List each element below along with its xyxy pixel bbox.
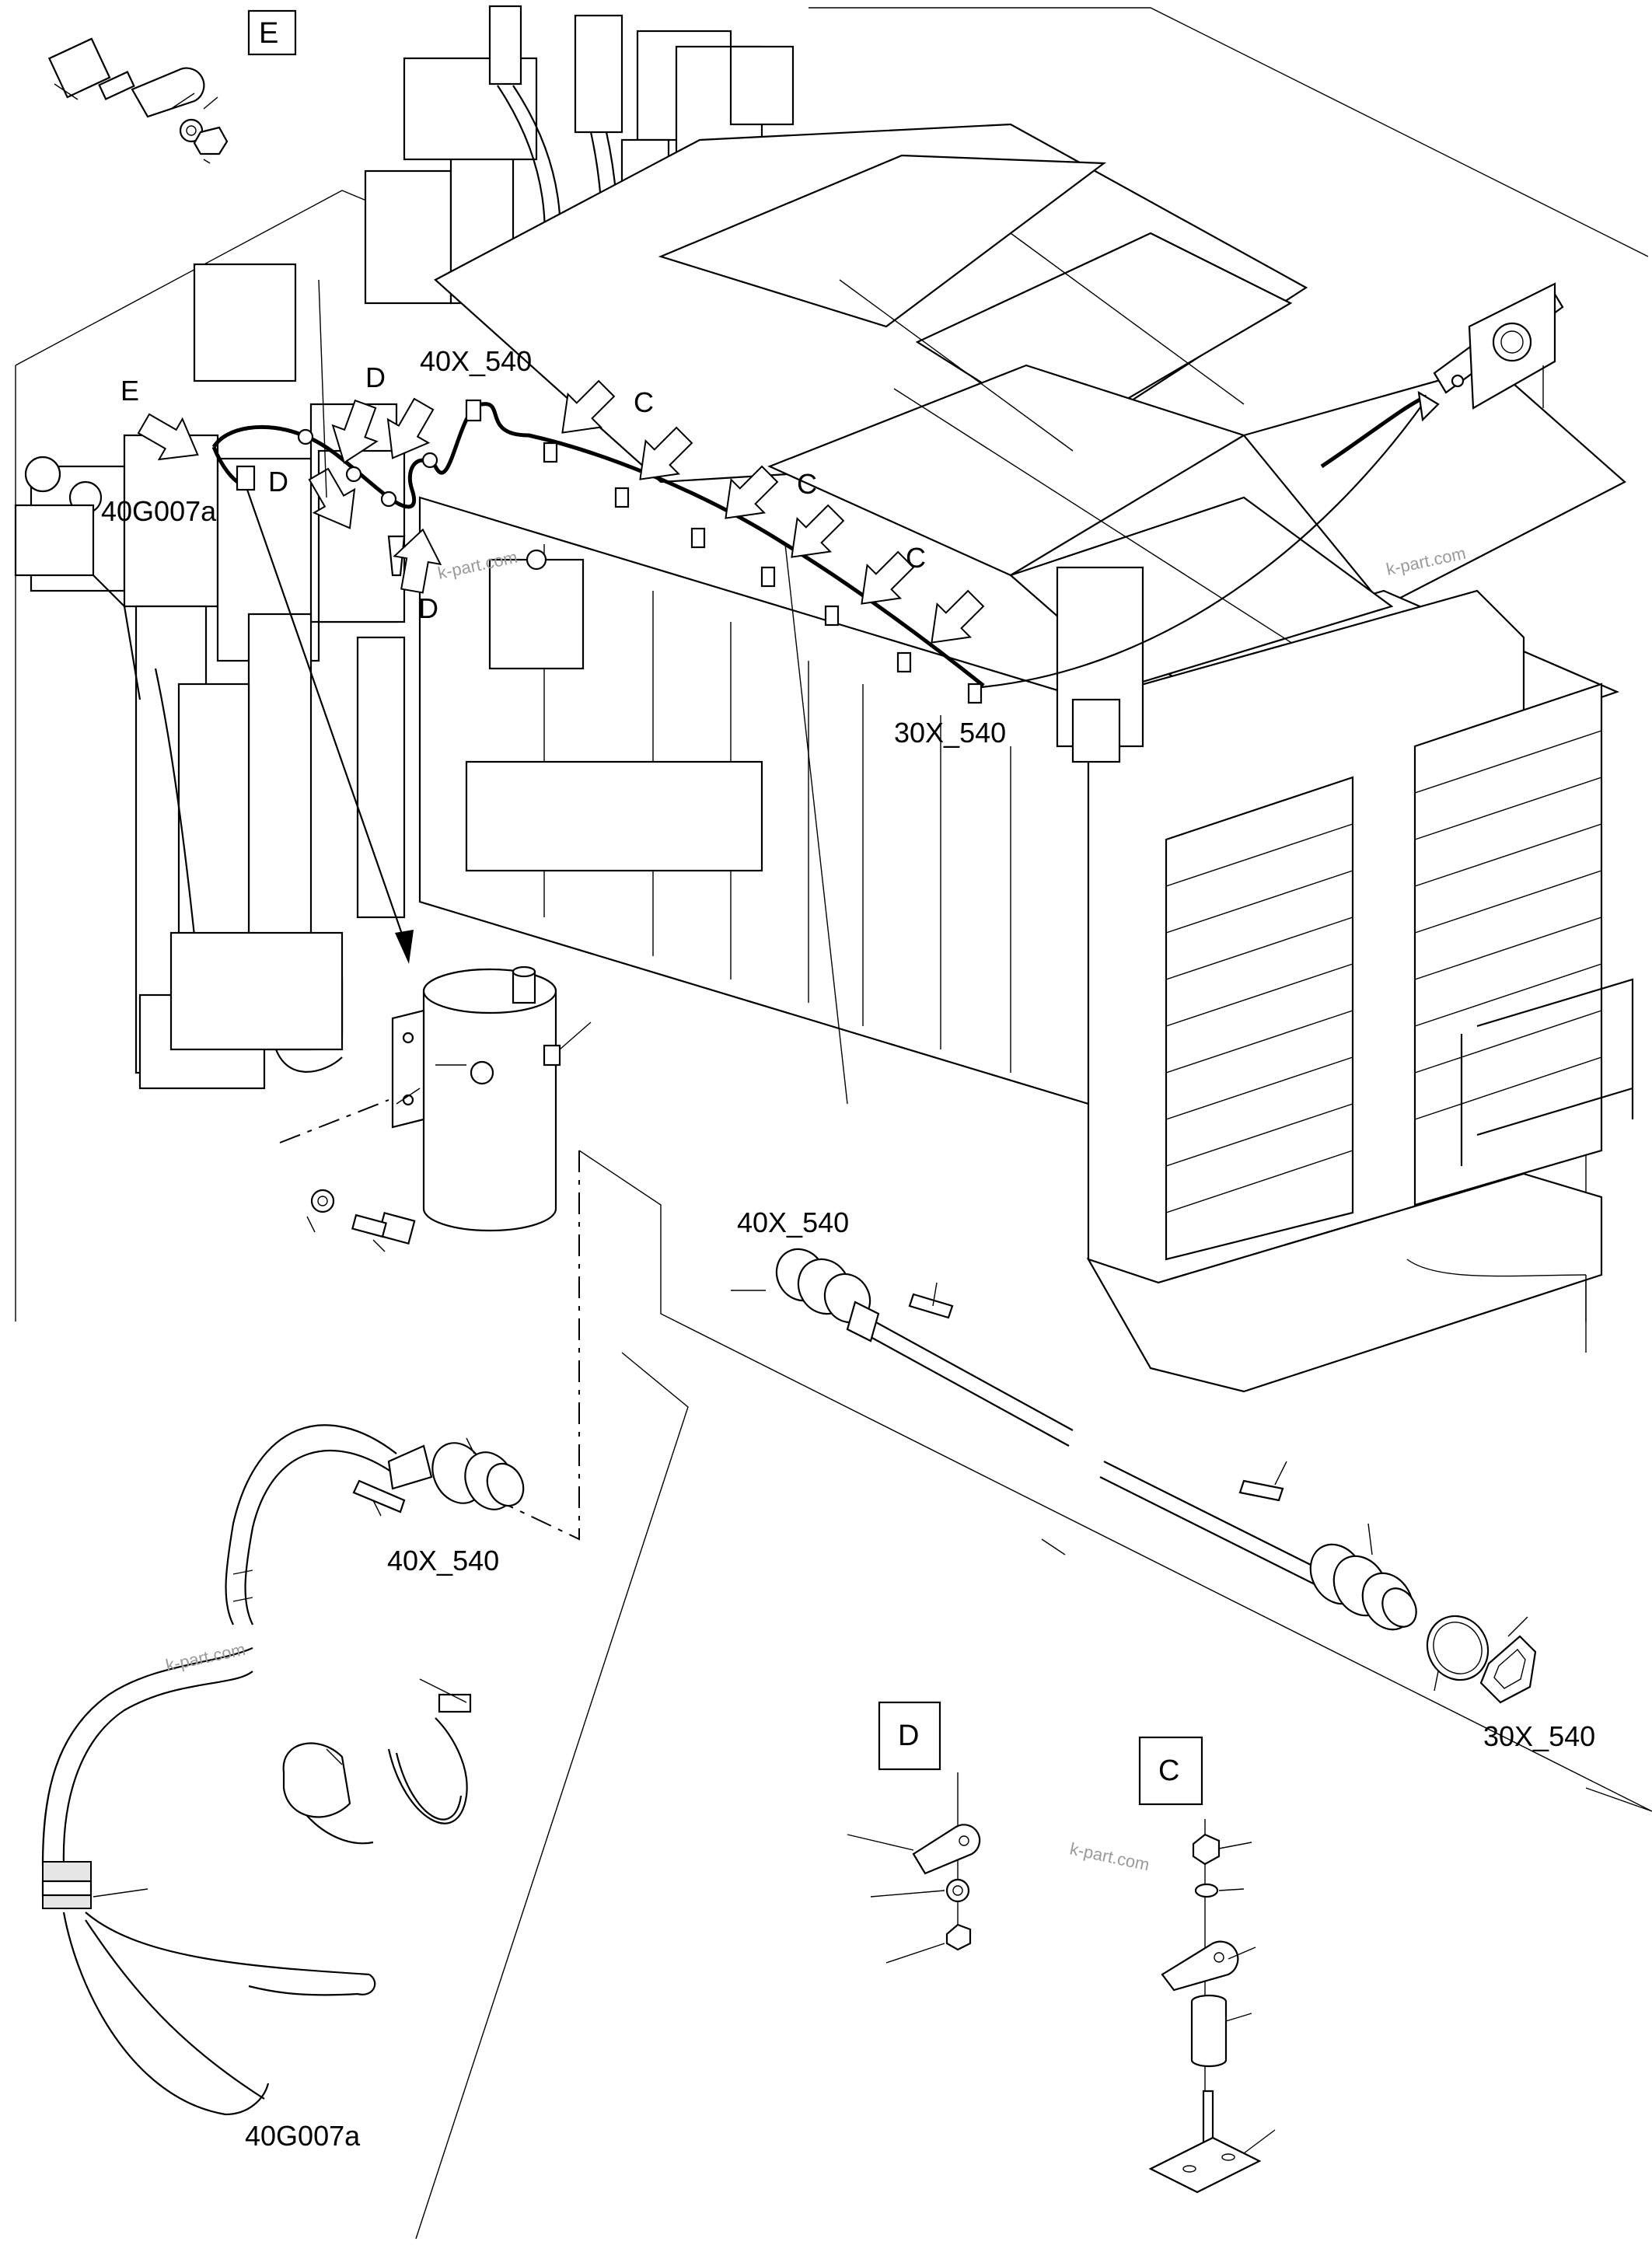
- detail-d-box: [878, 1701, 941, 1771]
- right-cable: [731, 1248, 1537, 1704]
- label-d-3: D: [418, 592, 438, 624]
- label-d-1: D: [365, 361, 386, 393]
- detail-e-box: [247, 9, 297, 56]
- detail-c-letter: C: [1158, 1754, 1179, 1787]
- detail-c-parts: [1138, 1736, 1276, 2194]
- detail-arrows: [137, 379, 985, 644]
- sensor-leader: [246, 279, 848, 1105]
- label-40x540-top: 40X_540: [420, 345, 532, 377]
- sensor-tank: [279, 965, 592, 1252]
- label-d-2: D: [268, 466, 288, 498]
- dash-leader-40x540: [505, 1150, 580, 1541]
- detail-e-parts: [47, 37, 229, 164]
- label-c-3: C: [906, 542, 926, 574]
- bottom-left-cable: [41, 1424, 525, 2116]
- label-40g007a-bottom: 40G007a: [245, 2120, 361, 2152]
- label-40g007a-top: 40G007a: [101, 495, 217, 527]
- detail-d-letter: D: [898, 1720, 919, 1752]
- label-c-2: C: [797, 468, 817, 500]
- label-40x540-right: 40X_540: [737, 1206, 849, 1238]
- label-e: E: [120, 375, 139, 407]
- mounting-bracket: [1433, 282, 1564, 410]
- watermark-3: k-part.com: [164, 1639, 247, 1675]
- label-30x540-top: 30X_540: [894, 717, 1006, 749]
- detail-d-parts: [847, 1701, 981, 1964]
- left-equipment-rack: [14, 5, 795, 1090]
- label-c-1: C: [634, 386, 654, 418]
- detail-e-letter: E: [259, 17, 278, 50]
- main-cabinet: [418, 123, 1634, 1393]
- detail-c-box: [1138, 1736, 1203, 1806]
- label-40x540-left: 40X_540: [387, 1545, 499, 1576]
- watermark-4: k-part.com: [1068, 1838, 1151, 1874]
- label-30x540-bottom: 30X_540: [1483, 1720, 1595, 1752]
